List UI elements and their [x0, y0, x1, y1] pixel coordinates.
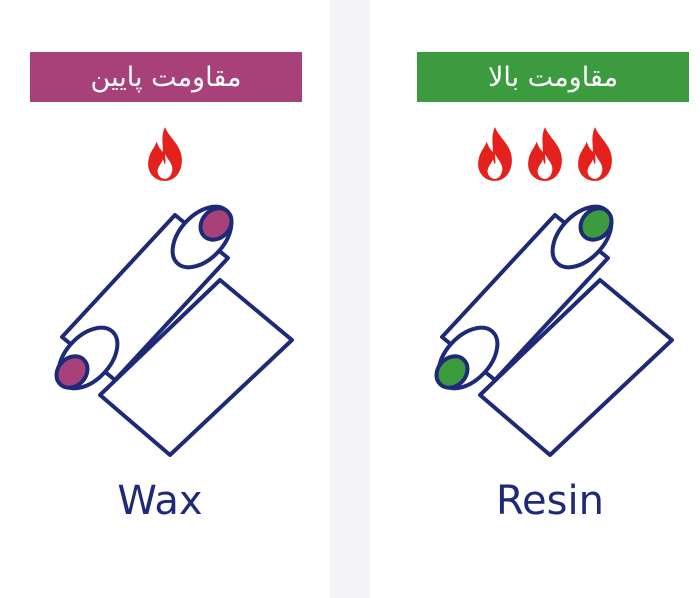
resin-resistance-banner: مقاومت بالا: [417, 52, 689, 102]
flame-icon: [148, 127, 182, 181]
core-cap-left: [434, 354, 470, 390]
wax-resistance-banner: مقاومت پایین: [30, 52, 302, 102]
wax-ribbon-roll-icon: [40, 200, 310, 470]
core-cap-right: [578, 206, 614, 242]
resin-label: Resin: [496, 478, 604, 524]
core-cap-left: [54, 354, 90, 390]
resin-ribbon-roll-icon: [420, 200, 690, 470]
wax-banner-text: مقاومت پایین: [90, 61, 242, 93]
core-cap-right: [198, 206, 234, 242]
flame-icon: [578, 127, 612, 181]
ribbon-sheet: [478, 278, 674, 457]
resin-flames: [470, 125, 620, 185]
wax-label: Wax: [117, 478, 203, 524]
resin-banner-text: مقاومت بالا: [487, 61, 619, 93]
ribbon-sheet: [98, 278, 294, 457]
wax-flames: [140, 125, 190, 185]
panel-divider: [330, 0, 370, 598]
flame-icon: [478, 127, 512, 181]
flame-icon: [528, 127, 562, 181]
